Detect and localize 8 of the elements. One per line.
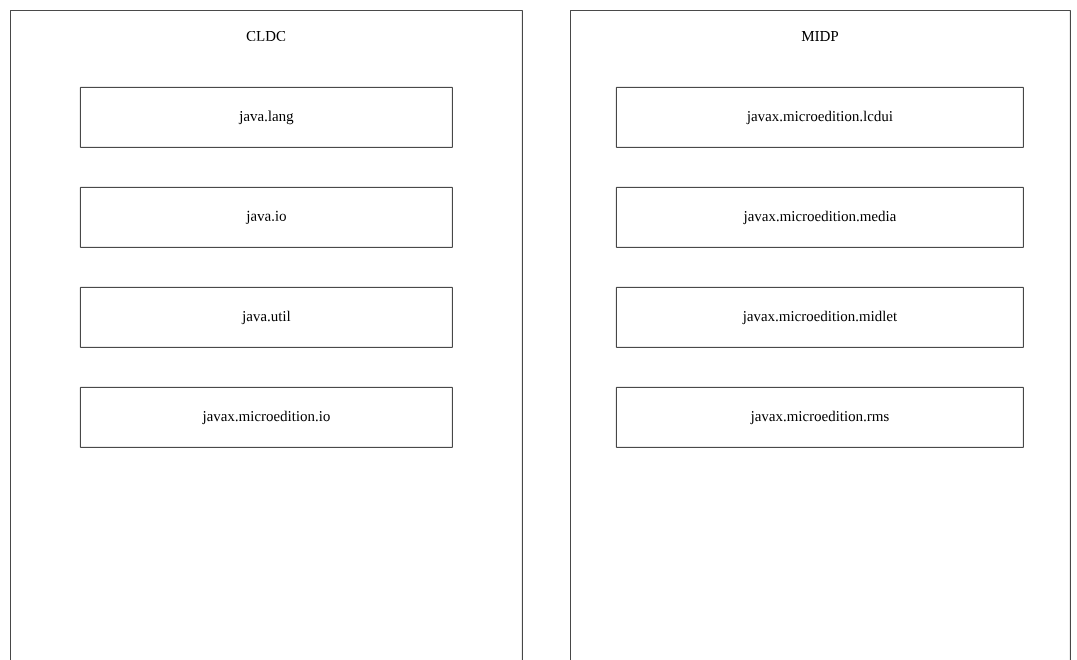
- package-box: javax.microedition.rms: [616, 387, 1024, 448]
- package-box: java.util: [80, 287, 453, 348]
- package-box: java.lang: [80, 87, 453, 148]
- package-box: javax.microedition.io: [80, 387, 453, 448]
- package-box: javax.microedition.lcdui: [616, 87, 1024, 148]
- package-box: javax.microedition.media: [616, 187, 1024, 248]
- package-box: javax.microedition.midlet: [616, 287, 1024, 348]
- package-box: java.io: [80, 187, 453, 248]
